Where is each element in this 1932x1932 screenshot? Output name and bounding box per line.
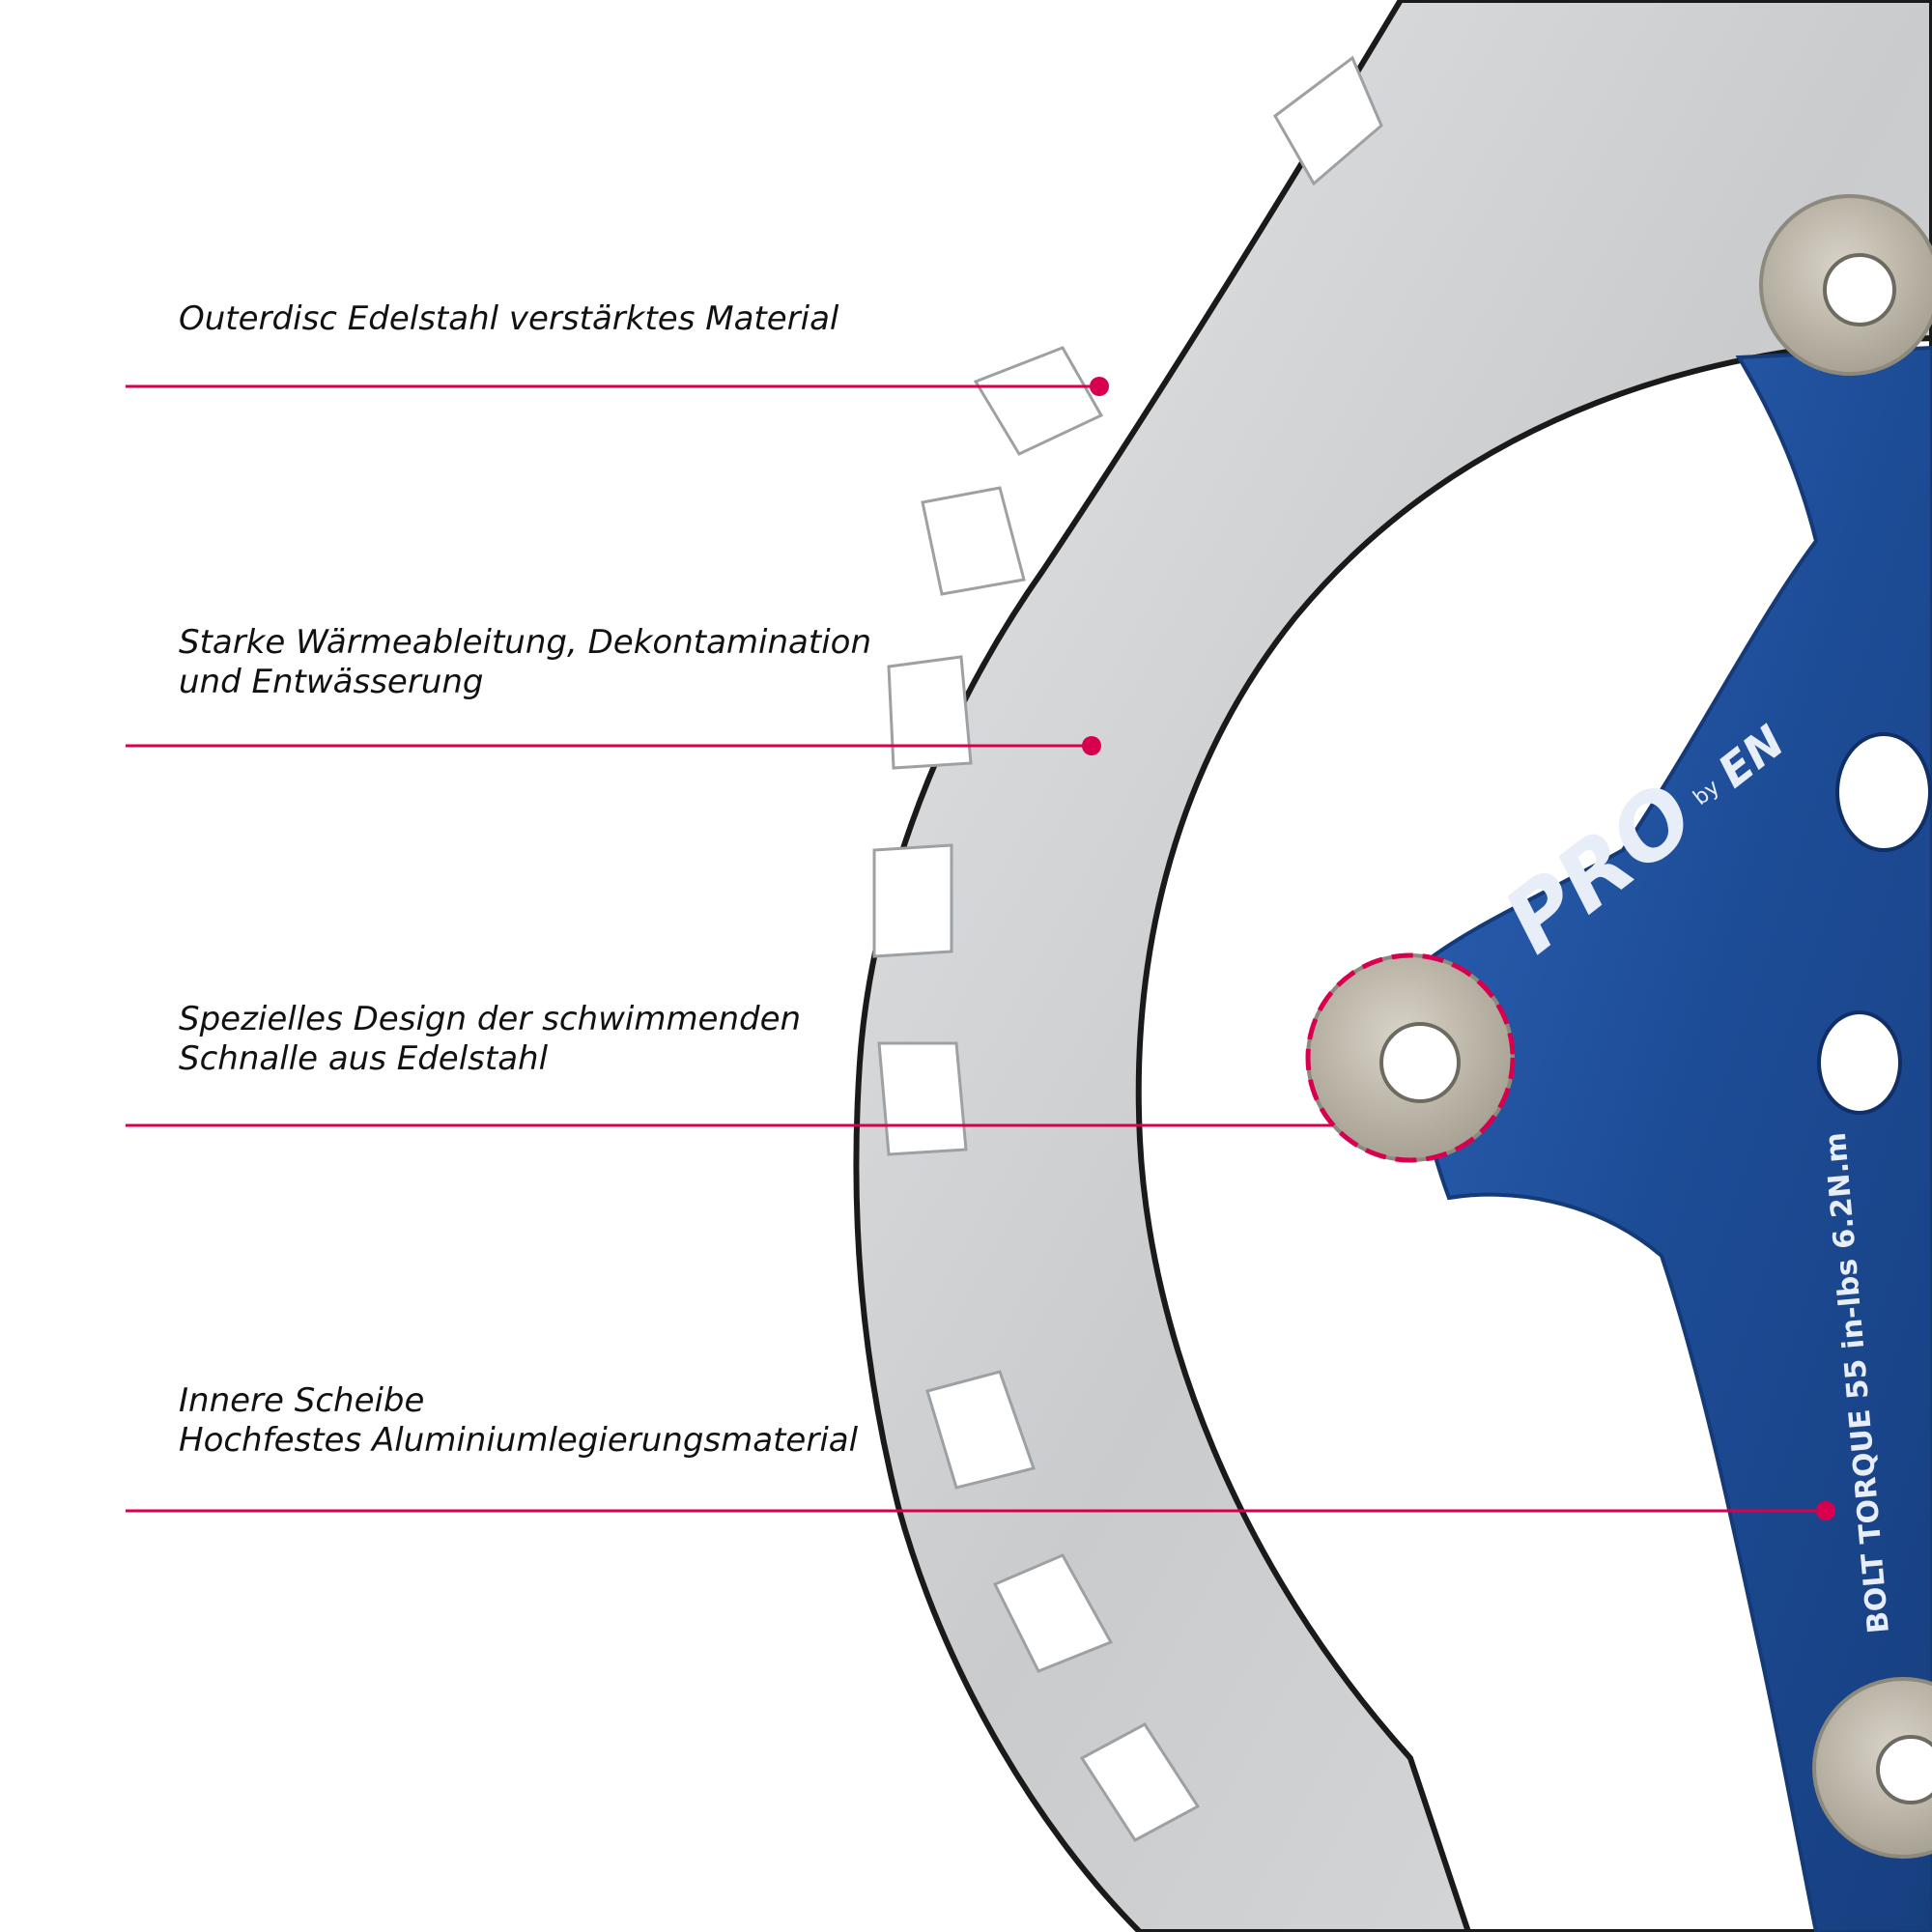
callout-line: Outerdisc Edelstahl verstärktes Material: [179, 299, 839, 338]
callout-line: Schnalle aus Edelstahl: [179, 1039, 549, 1078]
cooling-slot: [1273, 55, 1383, 186]
cooling-slots: [872, 55, 1383, 1842]
callout-line: Hochfestes Aluminiumlegierungsmaterial: [179, 1421, 859, 1460]
callout-line: Innere Scheibe: [179, 1381, 425, 1420]
callout-line: und Entwässerung: [179, 663, 484, 701]
rivet-highlight-ring: [1305, 952, 1516, 1163]
floating-rivet: [1812, 1677, 1932, 1859]
cooling-slot: [1079, 1722, 1201, 1842]
cooling-slot: [973, 346, 1104, 456]
callout-outer-disc: Outerdisc Edelstahl verstärktes Material: [179, 299, 838, 339]
callout-inner-disc: Innere Scheibe Hochfestes Aluminiumlegie…: [179, 1381, 858, 1461]
cooling-slot: [877, 1041, 968, 1156]
cooling-slot: [921, 486, 1026, 596]
cooling-slot: [872, 843, 953, 958]
leader-dot: [1090, 377, 1109, 396]
cooling-slot: [925, 1370, 1036, 1490]
callout-line: Spezielles Design der schwimmenden: [179, 1000, 802, 1038]
floating-rivet: [1759, 194, 1932, 376]
callout-line: Starke Wärmeableitung, Dekontamination: [179, 623, 871, 662]
callout-heat-dissipation: Starke Wärmeableitung, Dekontamination u…: [179, 623, 871, 702]
callout-floating-rivet: Spezielles Design der schwimmenden Schna…: [179, 1000, 801, 1079]
cooling-slot: [887, 655, 973, 770]
leader-dot: [1816, 1501, 1835, 1520]
leader-dot: [1082, 736, 1101, 755]
cooling-slot: [992, 1553, 1114, 1673]
callout-leaders: [126, 377, 1835, 1520]
